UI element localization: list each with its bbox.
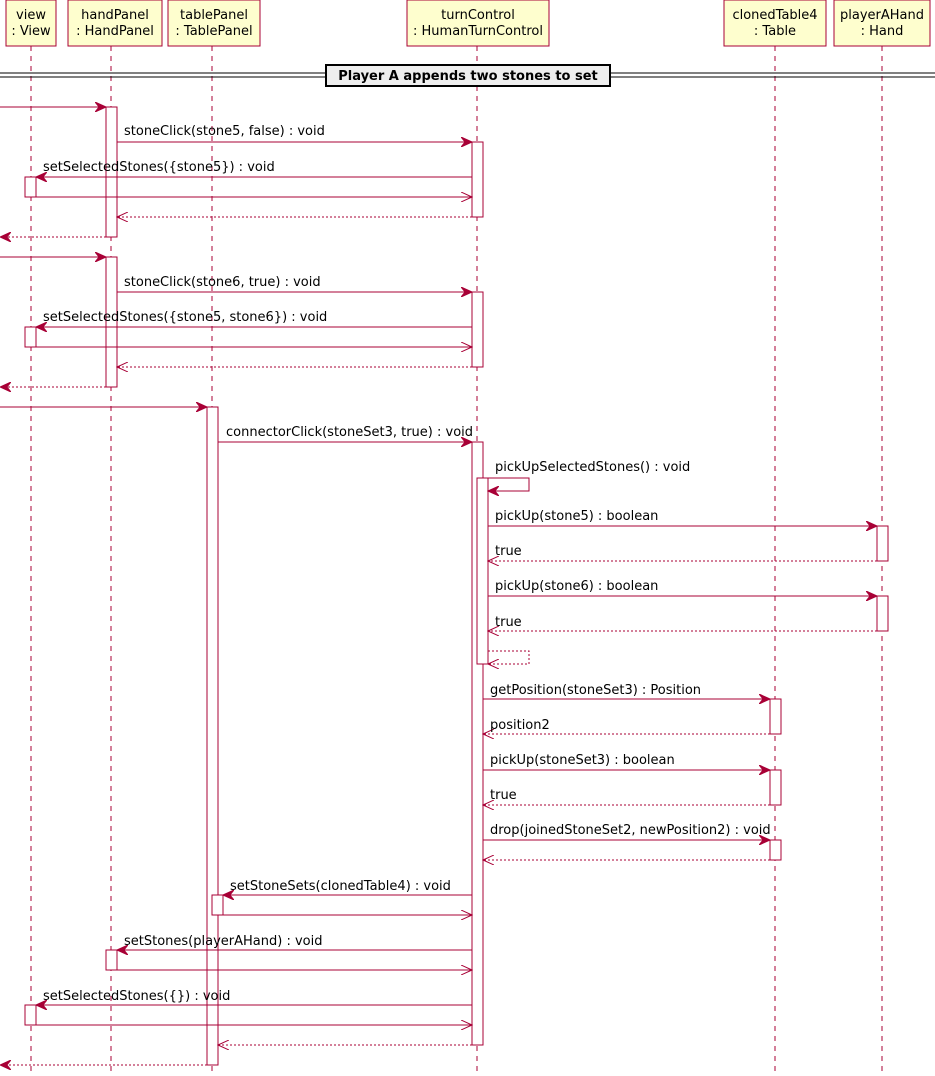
message: setStoneSets(clonedTable4) : void xyxy=(223,879,472,895)
message-label: true xyxy=(490,788,517,803)
message: pickUp(stoneSet3) : boolean xyxy=(483,753,770,770)
message-label: setSelectedStones({stone5}) : void xyxy=(43,160,275,175)
activation-clonedTable4 xyxy=(769,698,782,735)
participant-type: : View xyxy=(11,24,51,39)
message: setStones(playerAHand) : void xyxy=(117,934,472,950)
participant-tablePanel: tablePanel : TablePanel xyxy=(167,0,261,47)
message-label: true xyxy=(495,544,522,559)
message-label: true xyxy=(495,615,522,630)
participant-clonedTable4: clonedTable4 : Table xyxy=(723,0,827,47)
activation-handPanel xyxy=(105,256,118,388)
participant-turnControl: turnControl : HumanTurnControl xyxy=(406,0,550,47)
activation-clonedTable4 xyxy=(769,839,782,861)
message-label: stoneClick(stone5, false) : void xyxy=(124,124,325,139)
participant-name: turnControl xyxy=(441,8,515,23)
participant-type: : Table xyxy=(754,24,796,39)
message: pickUpSelectedStones() : void xyxy=(483,460,690,491)
activation-handPanel xyxy=(105,949,118,971)
activation-handPanel xyxy=(105,106,118,238)
message-label: setStones(playerAHand) : void xyxy=(124,934,322,949)
activation-turnControl xyxy=(471,291,484,368)
message-label: pickUp(stone6) : boolean xyxy=(495,579,658,594)
participant-name: view xyxy=(16,8,46,23)
message-label: pickUp(stone5) : boolean xyxy=(495,509,658,524)
message: pickUp(stone6) : boolean xyxy=(488,579,877,596)
participant-type: : HumanTurnControl xyxy=(413,24,543,39)
message: setSelectedStones({stone5, stone6}) : vo… xyxy=(36,310,472,327)
participant-handPanel: handPanel : HandPanel xyxy=(67,0,163,47)
activation-turnControl-self xyxy=(476,477,489,665)
participant-type: : TablePanel xyxy=(175,24,252,39)
activation-view xyxy=(24,176,37,198)
activations xyxy=(24,106,889,1066)
participant-name: handPanel xyxy=(81,8,149,23)
message-label: setSelectedStones({stone5, stone6}) : vo… xyxy=(43,310,327,325)
activation-playerAHand xyxy=(876,525,889,562)
message: true xyxy=(488,615,877,631)
divider: Player A appends two stones to set xyxy=(0,64,935,87)
activation-view xyxy=(24,326,37,348)
participant-type: : HandPanel xyxy=(76,24,154,39)
message: getPosition(stoneSet3) : Position xyxy=(483,683,770,699)
message: stoneClick(stone6, true) : void xyxy=(117,275,472,292)
message-label: stoneClick(stone6, true) : void xyxy=(124,275,321,290)
participant-name: playerAHand xyxy=(840,8,924,23)
message-label: setStoneSets(clonedTable4) : void xyxy=(230,879,451,894)
message: position2 xyxy=(483,718,770,734)
lifelines xyxy=(30,46,883,1076)
message: drop(joinedStoneSet2, newPosition2) : vo… xyxy=(483,823,771,840)
participant-type: : Hand xyxy=(861,24,904,39)
activation-turnControl xyxy=(471,441,484,1046)
participant-name: clonedTable4 xyxy=(732,8,817,23)
message: connectorClick(stoneSet3, true) : void xyxy=(218,425,473,442)
message-label: setSelectedStones({}) : void xyxy=(43,989,230,1004)
message: setSelectedStones({}) : void xyxy=(36,989,472,1005)
message-label: pickUp(stoneSet3) : boolean xyxy=(490,753,675,768)
participant-name: tablePanel xyxy=(180,8,248,23)
message: stoneClick(stone5, false) : void xyxy=(117,124,472,142)
message-label: position2 xyxy=(490,718,550,733)
message: true xyxy=(483,788,770,805)
activation-tablePanel xyxy=(211,894,224,916)
activation-view xyxy=(24,1004,37,1026)
message-label: pickUpSelectedStones() : void xyxy=(495,460,690,475)
message: setSelectedStones({stone5}) : void xyxy=(36,160,472,177)
participant-view: view : View xyxy=(5,0,57,47)
activation-turnControl xyxy=(471,141,484,218)
messages: stoneClick(stone5, false) : void setSele… xyxy=(0,107,877,1065)
activation-clonedTable4 xyxy=(769,769,782,806)
message: true xyxy=(488,544,877,561)
activation-playerAHand xyxy=(876,595,889,632)
message xyxy=(488,650,530,664)
divider-label: Player A appends two stones to set xyxy=(338,69,598,84)
activation-tablePanel xyxy=(206,406,219,1066)
message-label: getPosition(stoneSet3) : Position xyxy=(490,683,701,698)
message-label: connectorClick(stoneSet3, true) : void xyxy=(226,425,473,440)
message-label: drop(joinedStoneSet2, newPosition2) : vo… xyxy=(490,823,771,838)
message: pickUp(stone5) : boolean xyxy=(488,509,877,526)
participant-playerAHand: playerAHand : Hand xyxy=(833,0,931,47)
